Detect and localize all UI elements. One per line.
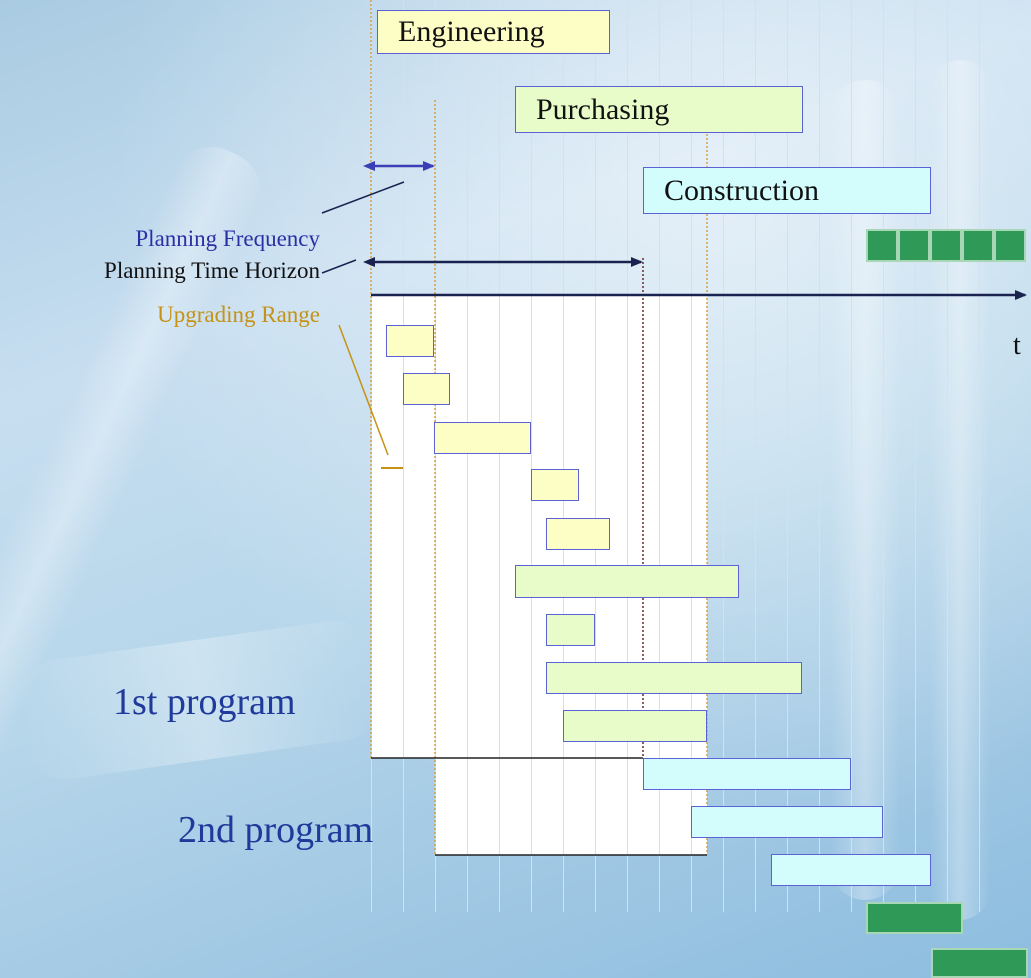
first-program-label: 1st program: [113, 681, 296, 723]
grid-line: [467, 0, 468, 912]
purchasing-task-bar: [546, 662, 802, 694]
engineering-task-bar: [434, 422, 531, 454]
construction-task-bar: [691, 806, 883, 838]
purchasing-phase-label: Purchasing: [515, 86, 803, 133]
green-block: [962, 229, 994, 262]
grid-line: [819, 0, 820, 912]
engineering-phase-label: Engineering: [377, 10, 610, 54]
green-task-bar: [931, 948, 1028, 978]
upgrading-leader-line: [338, 324, 389, 456]
second-program-label: 2nd program: [178, 809, 374, 851]
green-block: [898, 229, 930, 262]
grid-line: [851, 0, 852, 912]
construction-task-bar: [771, 854, 931, 886]
green-block: [866, 229, 898, 262]
grid-line: [915, 0, 916, 912]
planning-time-horizon-label: Planning Time Horizon: [104, 258, 320, 283]
grid-line: [403, 0, 404, 912]
grid-line: [883, 0, 884, 912]
green-block: [930, 229, 962, 262]
horizon-leader-line: [321, 259, 357, 274]
engineering-task-bar: [386, 325, 434, 357]
grid-line: [723, 0, 724, 912]
grid-line: [627, 0, 628, 912]
grid-line: [563, 0, 564, 912]
background-pipe: [930, 60, 990, 920]
grid-line: [979, 0, 980, 912]
time-axis-label: t: [1013, 330, 1021, 361]
grid-line: [787, 0, 788, 912]
grid-line: [691, 0, 692, 912]
grid-line: [755, 0, 756, 912]
grid-line: [531, 0, 532, 912]
engineering-task-bar: [546, 518, 610, 550]
purchasing-task-bar: [563, 710, 707, 742]
grid-line: [595, 0, 596, 912]
planning-frequency-label: Planning Frequency: [135, 226, 320, 251]
construction-task-bar: [643, 758, 851, 790]
green-block: [994, 229, 1026, 262]
construction-phase-label: Construction: [643, 167, 931, 214]
grid-line: [499, 0, 500, 912]
green-header-blocks: [866, 229, 1026, 262]
engineering-task-bar: [531, 469, 579, 501]
purchasing-task-bar: [546, 614, 595, 646]
upgrading-range-label: Upgrading Range: [157, 302, 320, 327]
frequency-leader-line: [321, 181, 405, 214]
green-task-bar: [866, 902, 963, 934]
engineering-task-bar: [403, 373, 450, 405]
purchasing-task-bar: [515, 565, 739, 598]
grid-line: [947, 0, 948, 912]
grid-line: [659, 0, 660, 912]
